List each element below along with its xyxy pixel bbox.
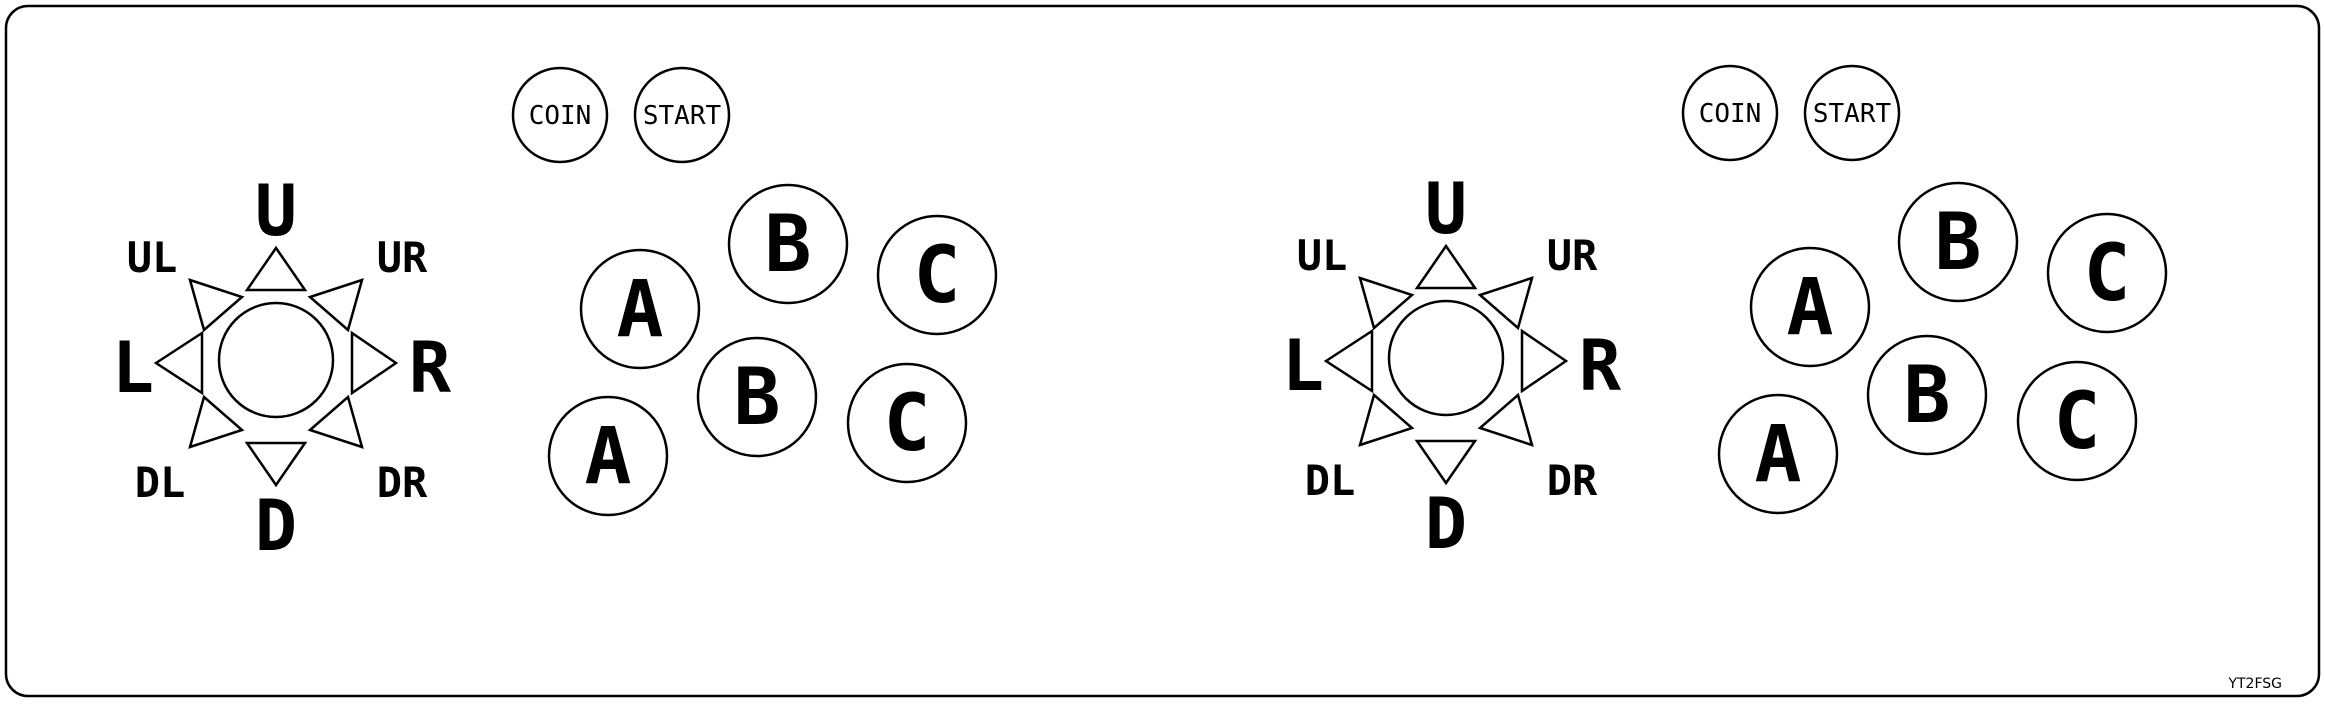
p2-arrow-down-icon <box>1414 439 1478 486</box>
p2-bottom-a-button[interactable]: A <box>1717 393 1839 515</box>
p2-joystick-knob[interactable] <box>1387 299 1505 417</box>
p1-arrow-down-right-icon <box>307 394 364 449</box>
p2-arrow-up-icon <box>1414 243 1478 290</box>
p2-arrow-up-left-icon <box>1358 276 1415 331</box>
p2-dir-l-label: L <box>1282 325 1324 407</box>
p2-coin-button[interactable]: COIN <box>1681 64 1779 162</box>
p2-arrow-down-left-icon <box>1358 392 1415 447</box>
p1-dir-l-label: L <box>112 327 154 409</box>
p1-top-a-label: A <box>617 265 664 355</box>
p1-bottom-a-label: A <box>585 412 632 502</box>
p2-joystick[interactable]: U D L R UL UR DL DR <box>1282 168 1622 565</box>
p1-arrow-down-icon <box>244 441 308 488</box>
p2-top-a-button[interactable]: A <box>1749 246 1871 368</box>
p2-bottom-a-label: A <box>1755 410 1802 500</box>
panel-outline <box>4 4 2321 698</box>
player-2-section: COIN START U D L R UL UR DL DR <box>1282 64 2168 565</box>
p1-dir-ul-label: UL <box>127 233 178 282</box>
p2-dir-ul-label: UL <box>1297 231 1348 280</box>
p1-dir-d-label: D <box>255 485 297 567</box>
p2-bottom-c-label: C <box>2054 377 2101 467</box>
p1-bottom-c-button[interactable]: C <box>846 362 968 484</box>
p1-dir-ur-label: UR <box>377 233 428 282</box>
p1-dir-u-label: U <box>255 170 297 252</box>
p1-top-b-button[interactable]: B <box>727 183 849 305</box>
p1-coin-button[interactable]: COIN <box>511 66 609 164</box>
p1-start-button[interactable]: START <box>633 66 731 164</box>
p1-arrow-up-icon <box>244 245 308 292</box>
p2-dir-d-label: D <box>1425 483 1467 565</box>
p2-top-b-button[interactable]: B <box>1897 181 2019 303</box>
p1-joystick[interactable]: U D L R UL UR DL DR <box>112 170 452 567</box>
p2-dir-ur-label: UR <box>1547 231 1598 280</box>
p2-arrow-left-icon <box>1323 328 1374 394</box>
p1-arrow-up-left-icon <box>188 278 245 333</box>
p1-top-b-label: B <box>765 200 812 290</box>
player-1-section: COIN START U D L R UL UR DL DR <box>112 66 998 567</box>
p1-joystick-knob[interactable] <box>217 301 335 419</box>
p2-top-c-label: C <box>2084 229 2131 319</box>
p1-coin-label: COIN <box>529 101 592 131</box>
p2-dir-dr-label: DR <box>1547 456 1598 505</box>
p2-dir-u-label: U <box>1425 168 1467 250</box>
p1-dir-r-label: R <box>409 327 452 409</box>
p1-dir-dl-label: DL <box>135 458 186 507</box>
p1-arrow-up-right-icon <box>307 278 364 333</box>
p2-top-b-label: B <box>1935 198 1982 288</box>
p2-arrow-up-right-icon <box>1477 276 1534 331</box>
p1-bottom-c-label: C <box>884 379 931 469</box>
p1-bottom-b-label: B <box>734 353 781 443</box>
p1-top-a-button[interactable]: A <box>579 248 701 370</box>
p2-top-a-label: A <box>1787 263 1834 353</box>
p2-start-button[interactable]: START <box>1803 64 1901 162</box>
p2-start-label: START <box>1813 99 1892 129</box>
p2-bottom-b-label: B <box>1904 351 1951 441</box>
p2-bottom-b-button[interactable]: B <box>1866 334 1988 456</box>
p2-arrow-right-icon <box>1520 328 1569 394</box>
p1-start-label: START <box>643 101 722 131</box>
p1-top-c-button[interactable]: C <box>876 214 998 336</box>
p1-bottom-a-button[interactable]: A <box>547 395 669 517</box>
p1-arrow-right-icon <box>350 330 399 396</box>
p1-dir-dr-label: DR <box>377 458 428 507</box>
p2-bottom-c-button[interactable]: C <box>2016 360 2138 482</box>
p2-coin-label: COIN <box>1699 99 1762 129</box>
p1-bottom-b-button[interactable]: B <box>696 336 818 458</box>
p2-arrow-down-right-icon <box>1477 392 1534 447</box>
p1-top-c-label: C <box>914 231 961 321</box>
panel-code-label: YT2FSG <box>2227 676 2282 692</box>
p1-arrow-down-left-icon <box>188 394 245 449</box>
p2-dir-r-label: R <box>1579 325 1622 407</box>
p1-arrow-left-icon <box>153 330 204 396</box>
p2-top-c-button[interactable]: C <box>2046 212 2168 334</box>
p2-dir-dl-label: DL <box>1305 456 1356 505</box>
